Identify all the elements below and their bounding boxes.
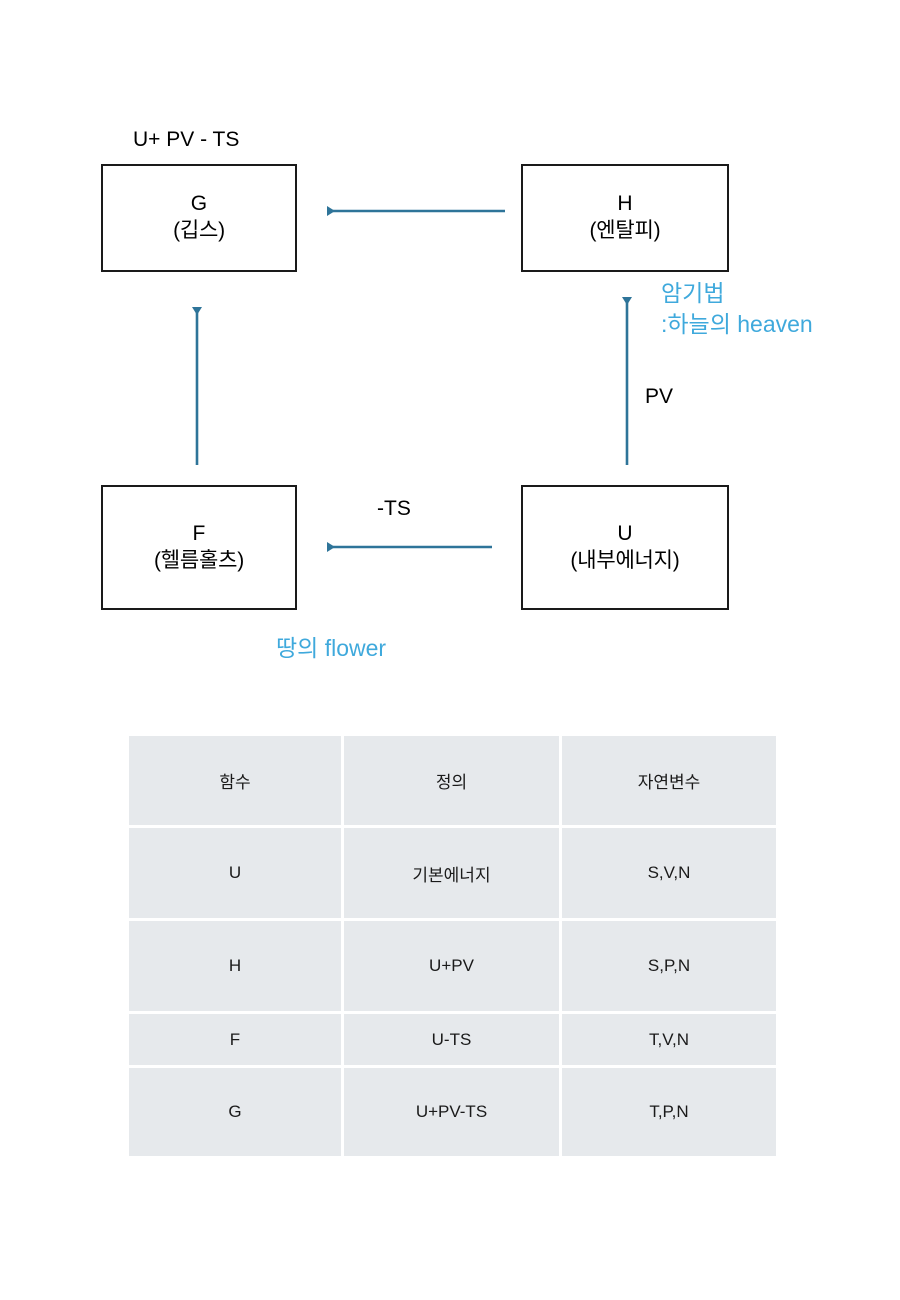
table-row: H U+PV S,P,N bbox=[129, 921, 776, 1011]
table-header-row: 함수 정의 자연변수 bbox=[129, 736, 776, 825]
mnemonic-note-heaven: 암기법 :하늘의 heaven bbox=[661, 278, 813, 340]
node-symbol-f: F bbox=[192, 521, 206, 545]
table-cell-natural-variables: S,P,N bbox=[562, 921, 776, 1011]
table-cell-natural-variables: T,P,N bbox=[562, 1068, 776, 1156]
node-symbol-g: G bbox=[190, 192, 208, 216]
mnemonic-note-heaven-line2: :하늘의 heaven bbox=[661, 311, 813, 338]
table-row: G U+PV-TS T,P,N bbox=[129, 1068, 776, 1156]
table-cell-function: G bbox=[129, 1068, 341, 1156]
table-cell-function: F bbox=[129, 1014, 341, 1065]
node-box-enthalpy[interactable]: H (엔탈피) bbox=[521, 164, 729, 272]
thermodynamic-potential-diagram: U+ PV - TS G (깁스) H (엔탈피) F (헬름홀츠) U (내부… bbox=[101, 128, 813, 661]
table-cell-definition: U-TS bbox=[344, 1014, 559, 1065]
thermodynamic-function-table: 함수 정의 자연변수 U 기본에너지 S,V,N H U+PV S,P,N F … bbox=[126, 733, 779, 1159]
table-cell-definition: U+PV-TS bbox=[344, 1068, 559, 1156]
table-cell-definition: U+PV bbox=[344, 921, 559, 1011]
table-cell-natural-variables: S,V,N bbox=[562, 828, 776, 918]
node-name-f: (헬름홀츠) bbox=[153, 548, 245, 572]
node-symbol-u: U bbox=[617, 521, 633, 545]
node-name-u: (내부에너지) bbox=[570, 548, 680, 572]
table-header-definition: 정의 bbox=[344, 736, 559, 825]
arrow-label-minus-ts: -TS bbox=[377, 497, 411, 520]
table-cell-natural-variables: T,V,N bbox=[562, 1014, 776, 1065]
node-name-h: (엔탈피) bbox=[589, 219, 661, 242]
mnemonic-note-flower: 땅의 flower bbox=[276, 635, 387, 661]
node-name-g: (깁스) bbox=[173, 219, 225, 242]
node-box-helmholtz[interactable]: F (헬름홀츠) bbox=[101, 485, 297, 610]
table-header-natural-variables: 자연변수 bbox=[562, 736, 776, 825]
table-cell-function: U bbox=[129, 828, 341, 918]
table-row: F U-TS T,V,N bbox=[129, 1014, 776, 1065]
arrow-label-pv: PV bbox=[645, 385, 674, 408]
table-cell-definition: 기본에너지 bbox=[344, 828, 559, 918]
table-cell-function: H bbox=[129, 921, 341, 1011]
table-row: U 기본에너지 S,V,N bbox=[129, 828, 776, 918]
mnemonic-note-heaven-line1: 암기법 bbox=[661, 280, 725, 306]
gibbs-equation-label: U+ PV - TS bbox=[133, 128, 240, 151]
node-box-gibbs[interactable]: G (깁스) bbox=[101, 164, 297, 272]
node-box-internal-energy[interactable]: U (내부에너지) bbox=[521, 485, 729, 610]
node-symbol-h: H bbox=[617, 192, 633, 216]
table-header-function: 함수 bbox=[129, 736, 341, 825]
